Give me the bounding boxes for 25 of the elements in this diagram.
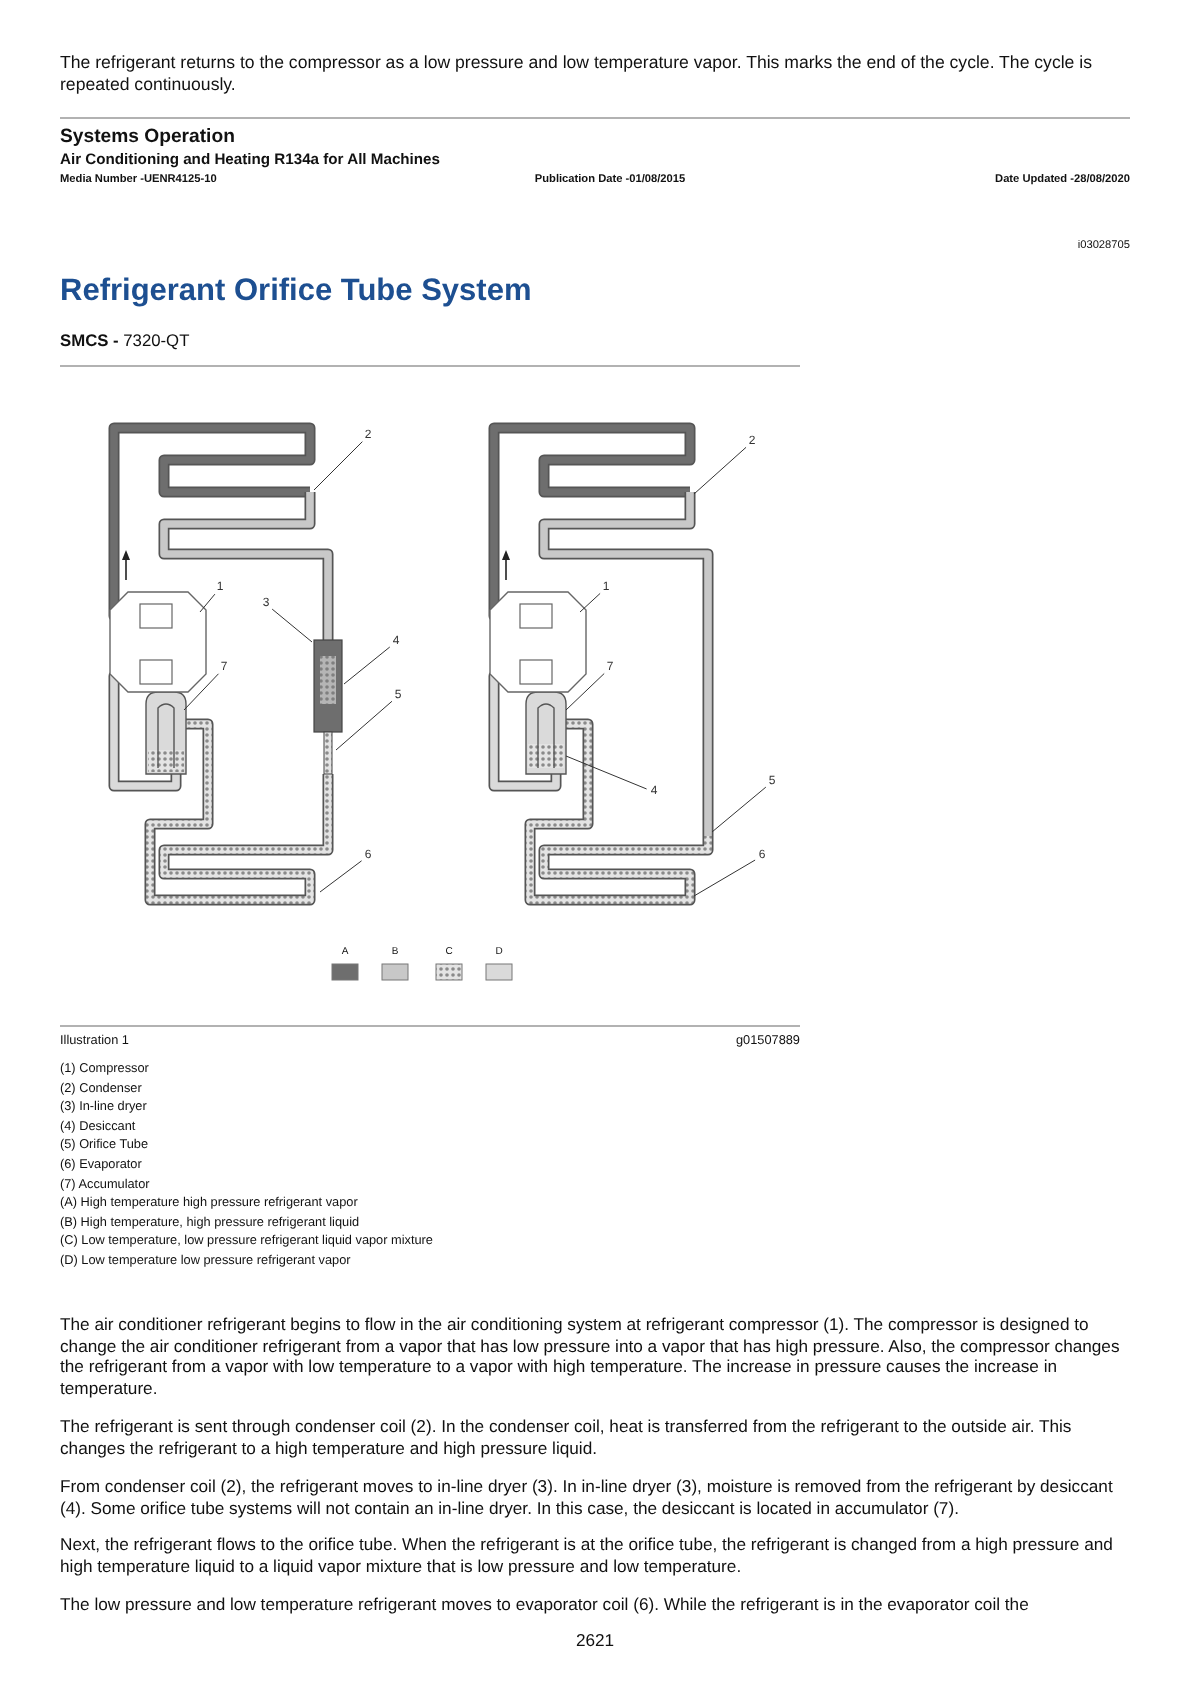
- paragraph: From condenser coil (2), the refrigerant moves to in-line dryer (3). In in-line dryer (3), moisture is removed from the refrigerant by desiccant (4). Some orifice tube systems will not contain an in-line dryer. In this case, the desiccant is located in accumulator (7).: [60, 1476, 1115, 1519]
- leader-line: [313, 441, 363, 491]
- paragraph: The refrigerant returns to the compressor as a low pressure and low temperature vapor. This marks the end of the cycle. The cycle is repeated continuously.: [60, 52, 1094, 96]
- leader-line: [199, 593, 216, 613]
- leader-line: [579, 592, 601, 613]
- heading: Refrigerant Orifice Tube System: [60, 274, 532, 312]
- smcs-code: SMCS - 7320-QT: [60, 330, 192, 351]
- leader-line: [319, 860, 363, 893]
- leader-line: [183, 673, 219, 711]
- leader-line: [693, 446, 747, 495]
- refrigerant-circuit-drawing: [108, 422, 343, 906]
- paragraph: The refrigerant is sent through condenser coil (2). In the condenser coil, heat is transferred from the refrigerant to the outside air. This changes the refrigerant to a high temperature and high pressure liquid.: [60, 1416, 1074, 1459]
- leader-line: [343, 646, 391, 685]
- section-heading: Systems Operation: [60, 126, 237, 150]
- page-number: 2621: [573, 1630, 617, 1652]
- leader-line: [693, 859, 756, 897]
- paragraph: The low pressure and low temperature refrigerant moves to evaporator coil (6). While the refrigerant is in the evaporator coil the: [60, 1594, 1031, 1616]
- leader-line: [335, 700, 393, 751]
- leader-line: [565, 673, 605, 711]
- refrigerant-circuit-drawing: [488, 422, 714, 906]
- paragraph: The air conditioner refrigerant begins to flow in the air conditioning system at refrigerant compressor (1). The compressor is designed to change the air conditioner refrigerant from a vapor that has low pressure into a vapor that has high pressure. Also, the compressor changes the refrigerant from a vapor with low temperature to a vapor with high temperature. The increase in pressure causes the increase in temperature.: [60, 1314, 1122, 1399]
- paragraph: Next, the refrigerant flows to the orifice tube. When the refrigerant is at the orifice tube, the refrigerant is changed from a high pressure and high temperature liquid to a liquid vapor mixture that is low pressure and low temperature.: [60, 1534, 1115, 1577]
- leader-line: [271, 608, 313, 643]
- leader-line: [711, 786, 767, 833]
- leader-line: [565, 755, 648, 790]
